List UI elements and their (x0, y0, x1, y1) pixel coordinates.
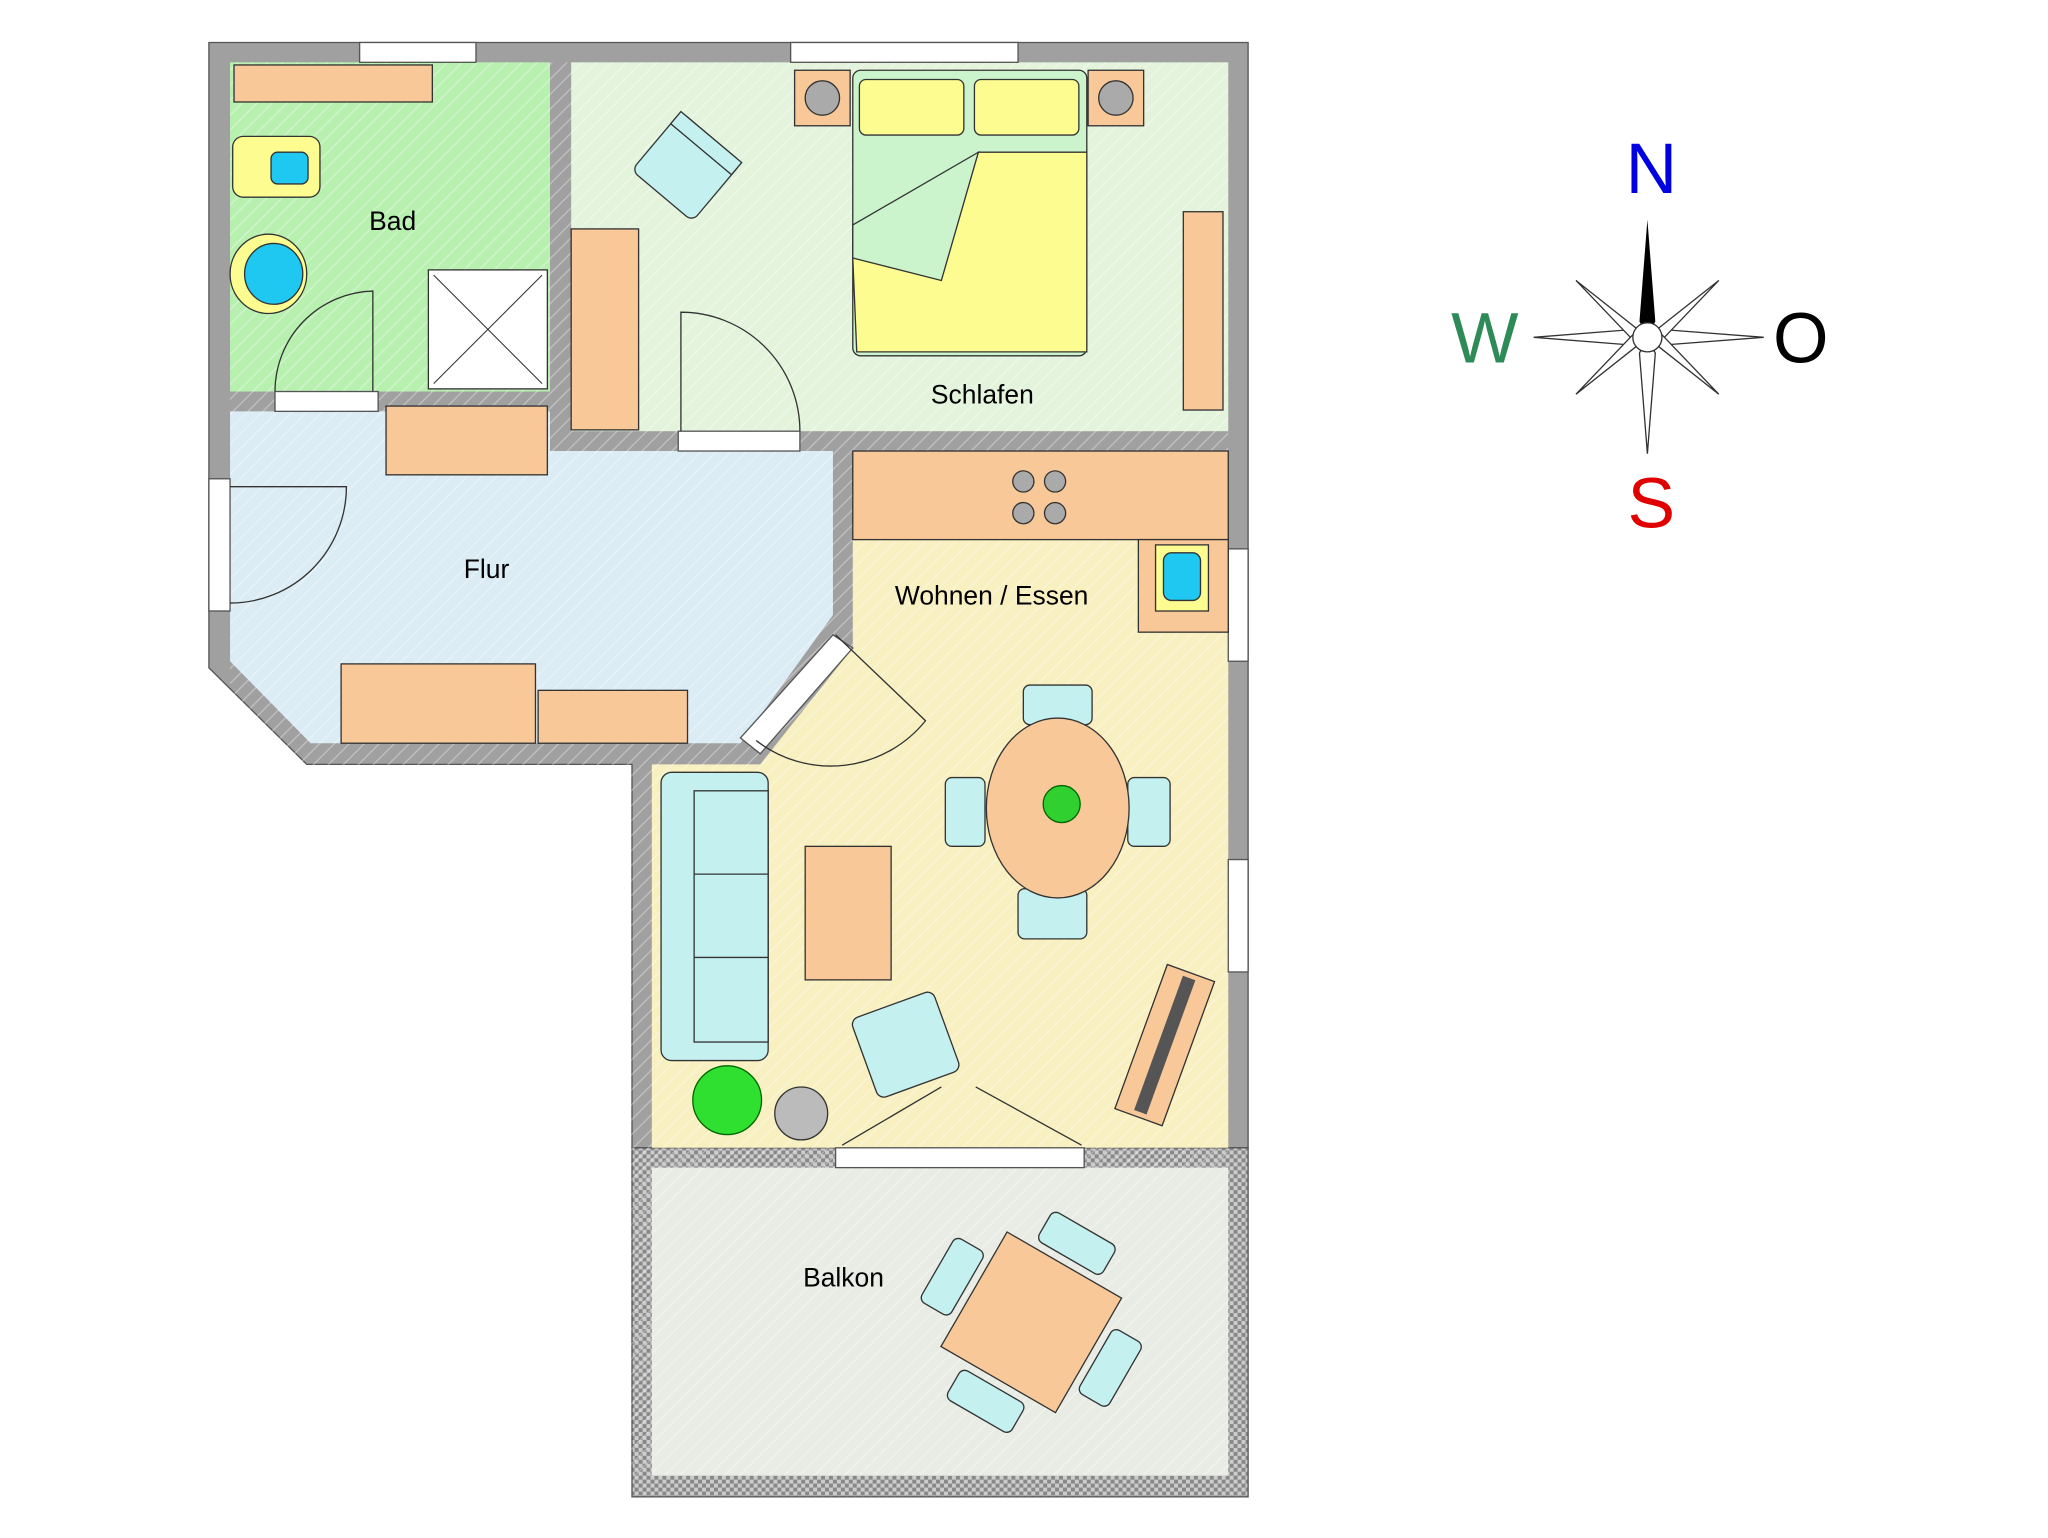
lamp-icon (1098, 80, 1134, 116)
room-label-balkon: Balkon (803, 1263, 884, 1293)
doors (230, 290, 1082, 1146)
lamp-icon (804, 80, 841, 116)
coffee-table (804, 845, 892, 981)
tv-cabinet (1114, 963, 1216, 1127)
room-label-wohnen: Wohnen / Essen (895, 580, 1089, 610)
toilet-bowl (270, 151, 309, 185)
wardrobe (570, 228, 640, 431)
compass-north: N (1626, 129, 1678, 209)
hall-cabinet-bottom-left (340, 663, 537, 744)
compass-rose-icon (1533, 219, 1764, 454)
double-bed (852, 69, 1088, 357)
plant-icon (692, 1065, 763, 1136)
windows (208, 41, 1249, 1169)
sofa (660, 771, 769, 1062)
compass-east: O (1773, 298, 1829, 378)
room-label-flur: Flur (464, 554, 510, 584)
sink-bowl (1162, 552, 1202, 602)
shower (427, 269, 549, 390)
washbasin-bowl (243, 242, 304, 305)
bath-shelf (233, 64, 434, 103)
armchair (634, 110, 743, 219)
dining-set (944, 684, 1171, 940)
kitchen-counter (852, 450, 1229, 541)
balcony-table-set (920, 1211, 1142, 1433)
living-armchair (851, 991, 960, 1098)
lamp-icon (774, 1086, 829, 1141)
compass-south: S (1628, 464, 1676, 544)
hall-cabinet-bottom-right (537, 689, 689, 744)
room-label-schlafen: Schlafen (931, 379, 1034, 409)
room-label-bad: Bad (369, 206, 416, 236)
hall-cabinet-top (385, 405, 549, 476)
dresser (1182, 211, 1224, 411)
compass-west: W (1451, 298, 1519, 378)
stove-icon (1012, 470, 1067, 525)
